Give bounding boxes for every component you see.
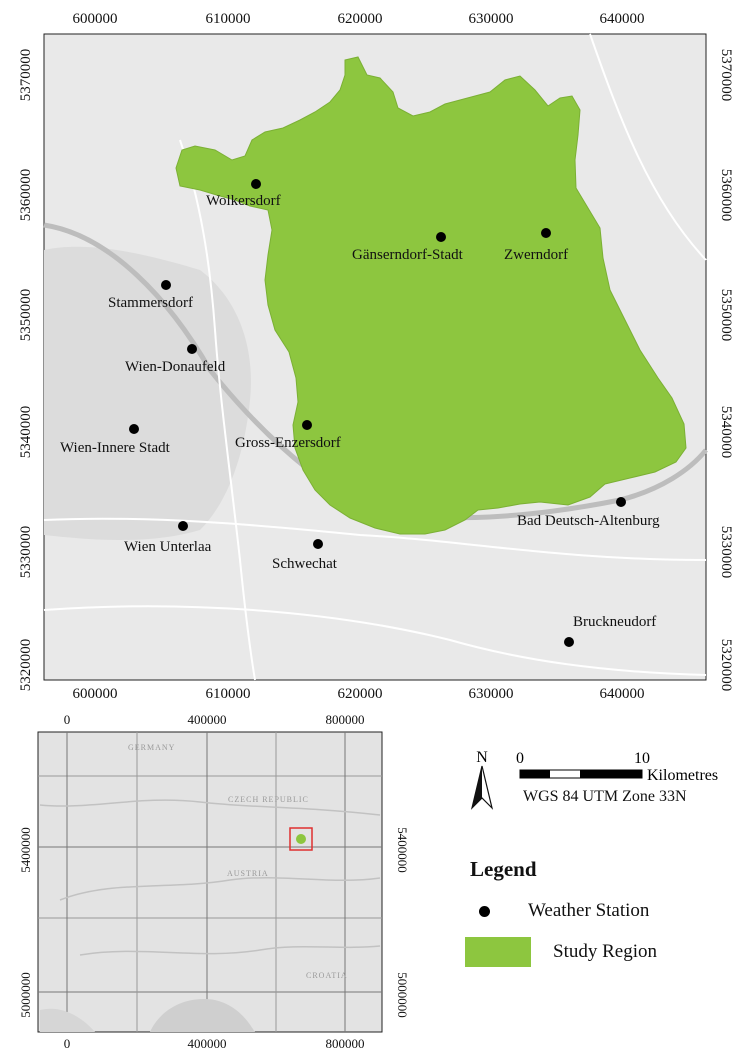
y-tick-left: 5330000 [18,526,34,579]
weather-station-marker [616,497,626,507]
inset-study-area-box [289,827,313,851]
station-label: Gross-Enzersdorf [235,435,341,451]
crs-label: WGS 84 UTM Zone 33N [523,788,687,805]
road [179,139,256,681]
inset-x-ticks-top: 0 400000 800000 [64,712,365,727]
weather-station-marker [302,420,312,430]
inset-x-tick: 800000 [326,712,365,727]
x-tick-top: 630000 [469,11,514,27]
weather-station-marker [187,344,197,354]
x-tick-labels-top: 600000 610000 620000 630000 640000 [73,11,645,27]
inset-country-label: AUSTRIA [227,869,269,878]
x-tick-bottom: 620000 [338,686,383,702]
scale-bar [519,769,643,779]
weather-station-marker [161,280,171,290]
north-arrow-and-scale: N 0 10 Kilometres [470,749,718,810]
road [43,605,707,676]
scale-start-label: 0 [516,750,524,767]
x-tick-bottom: 640000 [600,686,645,702]
weather-station-marker [436,232,446,242]
sea [150,999,255,1032]
legend-panel: N 0 10 Kilometres WGS 84 UTM Zone 33N Le… [465,740,740,1040]
inset-frame: GERMANY CZECH REPUBLIC AUSTRIA CROATIA [37,731,383,1033]
urban-area [44,246,251,541]
station-label: Wien-Innere Stadt [60,440,171,456]
y-tick-right: 5330000 [718,526,734,579]
inset-x-tick: 0 [64,712,71,727]
inset-y-tick: 5000000 [395,972,410,1018]
inset-country-label: CROATIA [306,971,348,980]
study-region [175,56,687,535]
north-label: N [476,749,488,766]
inset-x-tick: 0 [64,1036,71,1050]
weather-station-marker [564,637,574,647]
inset-y-tick: 5000000 [18,972,33,1018]
station-label: Schwechat [272,556,338,572]
x-tick-bottom: 610000 [206,686,251,702]
y-tick-left: 5320000 [18,639,34,692]
main-map: 600000 610000 620000 630000 640000 60000… [18,11,734,702]
sea [40,1008,95,1032]
y-tick-right: 5370000 [718,49,734,102]
country-border [59,876,381,901]
x-tick-top: 600000 [73,11,118,27]
station-label: Bad Deutsch-Altenburg [517,513,660,529]
inset-x-tick: 400000 [188,1036,227,1050]
legend-item-label: Study Region [553,941,657,962]
y-tick-right: 5360000 [718,169,734,222]
legend-item-study-region: Study Region [465,937,657,967]
station-label: Wien Unterlaa [124,539,212,555]
inset-country-label: GERMANY [128,743,175,752]
north-arrow-icon [472,766,482,808]
x-tick-top: 620000 [338,11,383,27]
inset-map: 0 400000 800000 0 400000 800000 5400000 … [18,712,410,1050]
study-region-swatch [465,937,531,967]
weather-station-marker [313,539,323,549]
weather-station-marker [129,424,139,434]
weather-station-marker [251,179,261,189]
scale-end-label: 10 [634,750,650,767]
map-frame [43,33,708,681]
scale-unit-label: Kilometres [647,767,718,784]
y-tick-left: 5340000 [18,406,34,459]
y-tick-right: 5340000 [718,406,734,459]
road [589,33,707,261]
station-label: Zwerndorf [504,247,568,263]
legend-item-weather-station: Weather Station [465,900,649,922]
x-tick-bottom: 600000 [73,686,118,702]
road [43,517,707,561]
x-tick-top: 640000 [600,11,645,27]
x-tick-top: 610000 [206,11,251,27]
inset-y-tick: 5400000 [18,827,33,873]
inset-x-tick: 800000 [326,1036,365,1050]
country-border [79,945,381,956]
station-label: Bruckneudorf [573,614,656,630]
x-tick-bottom: 630000 [469,686,514,702]
y-tick-labels-left: 5370000 5360000 5350000 5340000 5330000 … [18,49,34,692]
inset-x-tick: 400000 [188,712,227,727]
station-label: Wolkersdorf [206,193,281,209]
x-tick-labels-bottom: 600000 610000 620000 630000 640000 [73,686,645,702]
inset-study-region [296,834,306,844]
weather-station-marker [541,228,551,238]
y-tick-right: 5320000 [718,639,734,692]
inset-x-ticks-bottom: 0 400000 800000 [64,1036,365,1050]
station-label: Stammersdorf [108,295,193,311]
country-border [39,799,381,816]
inset-y-tick: 5400000 [395,827,410,873]
y-tick-left: 5360000 [18,169,34,222]
y-tick-labels-right: 5370000 5360000 5350000 5340000 5330000 … [718,49,734,692]
y-tick-left: 5350000 [18,289,34,342]
y-tick-right: 5350000 [718,289,734,342]
station-label: Wien-Donaufeld [125,359,226,375]
legend-title: Legend [470,857,537,881]
inset-y-ticks: 5400000 5000000 5400000 5000000 [18,827,410,1018]
inset-country-label: CZECH REPUBLIC [228,795,309,804]
weather-stations: Wolkersdorf Gänserndorf-Stadt Zwerndorf … [60,179,660,647]
y-tick-left: 5370000 [18,49,34,102]
legend-item-label: Weather Station [528,900,650,921]
station-label: Gänserndorf-Stadt [352,247,464,263]
weather-station-symbol [479,905,490,917]
weather-station-marker [178,521,188,531]
